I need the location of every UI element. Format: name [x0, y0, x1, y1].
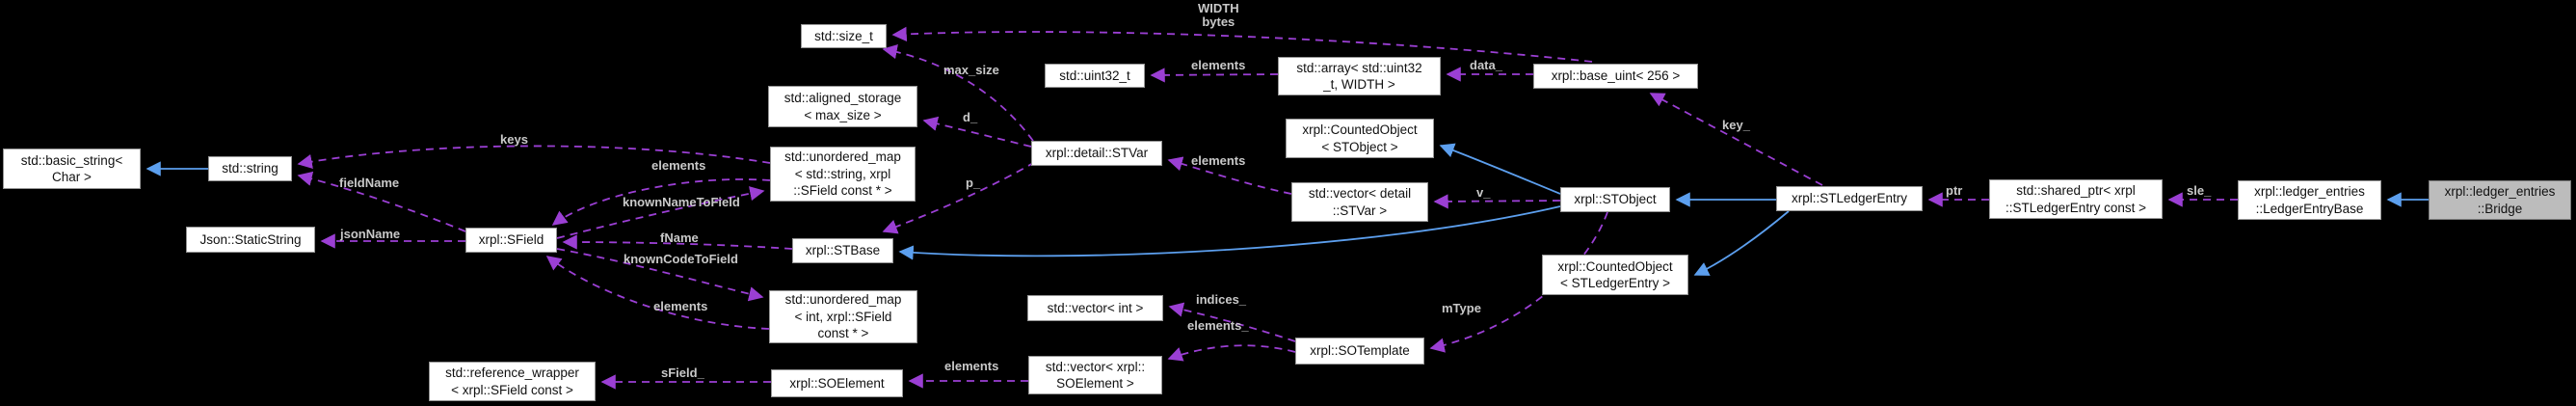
edge-label-v_: v_	[1476, 185, 1491, 200]
class-node-std-string[interactable]: std::string	[208, 156, 292, 181]
edge-label-knowncodetofield: knownCodeToField	[624, 252, 738, 266]
class-node-stvar[interactable]: xrpl::detail::STVar	[1031, 141, 1162, 166]
edge-label-fieldname: fieldName	[339, 176, 400, 190]
edge-label-elements: elements	[653, 299, 708, 313]
class-node-map-string-sfield[interactable]: std::unordered_map < std::string, xrpl :…	[770, 147, 916, 202]
edge-stobject-to-vector-stvar	[1433, 194, 1561, 209]
class-node-shared-ptr[interactable]: std::shared_ptr< xrpl ::STLedgerEntry co…	[1989, 179, 2163, 219]
edge-array-uint32-to-uint32-t	[1150, 68, 1279, 83]
edge-sotemplate-to-vector-soelement	[1167, 344, 1296, 362]
edge-label-knownnametofield: knownNameToField	[623, 195, 740, 209]
class-node-size-t[interactable]: std::size_t	[801, 24, 887, 48]
edge-label-sfield_: sField_	[661, 365, 704, 380]
class-node-counted-stledgerentry[interactable]: xrpl::CountedObject < STLedgerEntry >	[1542, 255, 1688, 295]
edge-label-elements: elements	[651, 158, 706, 173]
edge-label-indices_: indices_	[1196, 292, 1247, 307]
class-node-array-uint32[interactable]: std::array< std::uint32 _t, WIDTH >	[1278, 57, 1441, 95]
edge-stobject-to-counted-stobject	[1439, 143, 1561, 195]
edge-label-max_size: max_size	[943, 63, 999, 77]
edge-stledgerentry-to-base-uint-256	[1649, 93, 1823, 186]
class-node-vector-int[interactable]: std::vector< int >	[1027, 295, 1163, 321]
class-node-sfield[interactable]: xrpl::SField	[465, 228, 557, 253]
edge-label-ptr: ptr	[1946, 183, 1963, 198]
class-node-vector-stvar[interactable]: std::vector< detail ::STVar >	[1291, 182, 1428, 222]
edge-label-elements: elements	[944, 359, 999, 373]
class-node-base-uint-256[interactable]: xrpl::base_uint< 256 >	[1533, 64, 1698, 89]
edge-label-p_: p_	[966, 176, 981, 190]
edge-label-data_: data_	[1470, 58, 1502, 72]
edge-label-width-bytes: WIDTH bytes	[1198, 1, 1239, 29]
class-node-uint32-t[interactable]: std::uint32_t	[1045, 64, 1145, 88]
class-node-stbase[interactable]: xrpl::STBase	[792, 238, 893, 263]
edge-stledgerentry-to-counted-stledgerentry	[1693, 210, 1790, 276]
edge-stvar-to-aligned-storage	[922, 116, 1032, 148]
edge-label-key_: key_	[1722, 118, 1750, 132]
edge-label-sle_: sle_	[2187, 183, 2212, 198]
class-node-reference-wrapper[interactable]: std::reference_wrapper < xrpl::SField co…	[429, 362, 596, 401]
edge-label-elements: elements	[1191, 153, 1246, 168]
edge-label-elements: elements	[1191, 58, 1246, 72]
class-node-stobject[interactable]: xrpl::STObject	[1560, 187, 1670, 212]
class-node-stledgerentry[interactable]: xrpl::STLedgerEntry	[1776, 186, 1923, 211]
edge-label-jsonname: jsonName	[340, 227, 401, 241]
edge-label-fname: fName	[660, 230, 699, 245]
class-node-sotemplate[interactable]: xrpl::SOTemplate	[1295, 338, 1424, 365]
edge-label-keys: keys	[500, 132, 528, 147]
edge-stobject-to-stbase	[898, 205, 1561, 260]
class-node-counted-stobject[interactable]: xrpl::CountedObject < STObject >	[1286, 119, 1434, 158]
class-node-map-int-sfield[interactable]: std::unordered_map < int, xrpl::SField c…	[769, 290, 917, 343]
class-node-aligned-storage[interactable]: std::aligned_storage < max_size >	[768, 86, 917, 127]
class-node-vector-soelement[interactable]: std::vector< xrpl:: SOElement >	[1028, 356, 1162, 394]
class-node-basic-string[interactable]: std::basic_string< Char >	[3, 149, 141, 189]
edge-map-int-sfield-to-sfield	[545, 256, 770, 330]
edge-label-mtype: mType	[1442, 301, 1481, 315]
class-node-bridge: xrpl::ledger_entries ::Bridge	[2429, 180, 2571, 220]
class-node-ledger-entry-base[interactable]: xrpl::ledger_entries ::LedgerEntryBase	[2238, 180, 2381, 220]
class-node-soelement[interactable]: xrpl::SOElement	[771, 369, 903, 397]
class-node-json-staticstring[interactable]: Json::StaticString	[186, 227, 315, 253]
edge-label-elements_: elements_	[1187, 318, 1249, 333]
edge-label-d_: d_	[963, 110, 978, 124]
